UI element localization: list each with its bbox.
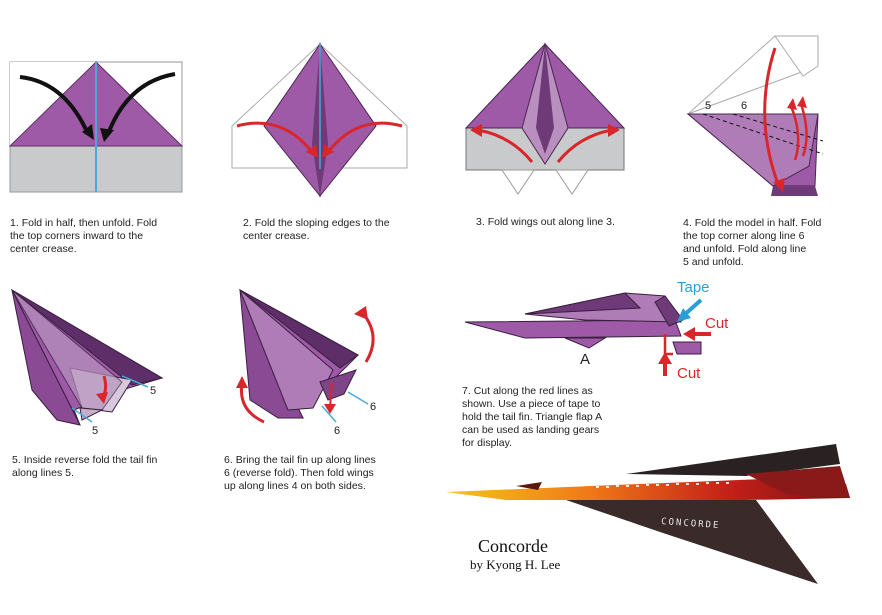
step-5-diagram: 5 5 <box>10 288 164 437</box>
finished-concorde-illustration: CONCORDE <box>446 444 850 584</box>
tail-fin <box>319 369 357 401</box>
step-4-caption: 4. Fold the model in half. Fold the top … <box>683 217 822 268</box>
lower-wing <box>566 500 818 584</box>
step-4-diagram: 5 6 <box>686 35 824 196</box>
step-6-diagram: 6 6 <box>236 288 376 437</box>
step-1-diagram <box>8 60 184 193</box>
flap-a <box>564 337 607 349</box>
step-5-caption: 5. Inside reverse fold the tail fin alon… <box>12 454 158 479</box>
author-byline: by Kyong H. Lee <box>470 557 561 572</box>
line-5-label-upper: 5 <box>150 385 156 397</box>
plane-body <box>464 319 682 339</box>
fold-arrow-right <box>106 72 176 135</box>
step-2-caption: 2. Fold the sloping edges to the center … <box>243 217 390 242</box>
cut-label-upper: Cut <box>705 315 729 332</box>
wing-fold-arrow-left <box>239 383 265 424</box>
fuselage <box>446 478 850 500</box>
fold-arrow-right <box>556 128 613 163</box>
step-3-caption: 3. Fold wings out along line 3. <box>476 216 615 228</box>
step-6-caption: 6. Bring the tail fin up along lines 6 (… <box>224 454 376 492</box>
upper-wing <box>626 444 840 476</box>
tape-label: Tape <box>677 279 710 296</box>
cabin-windows <box>596 482 729 488</box>
right-sloping-flap <box>319 42 377 198</box>
line-5-label: 5 <box>705 100 711 112</box>
fold-arrow-right <box>326 121 403 153</box>
step-2-diagram <box>231 42 408 198</box>
line-6-label-upper: 6 <box>370 401 376 413</box>
line-6-label: 6 <box>741 100 747 112</box>
fold-arrow-curve <box>763 47 780 185</box>
fold-arrow-left <box>236 121 314 153</box>
flap-a-label: A <box>580 351 590 368</box>
fold-arrow-left <box>477 128 534 163</box>
step-3-diagram <box>464 42 626 195</box>
cut-label-lower: Cut <box>677 365 701 382</box>
cut-line <box>663 334 673 356</box>
fold-arrow-left <box>19 75 90 135</box>
plane-lettering: CONCORDE <box>661 517 721 531</box>
step-7-caption: 7. Cut along the red lines as shown. Use… <box>462 385 603 449</box>
step-1-caption: 1. Fold in half, then unfold. Fold the t… <box>10 217 158 255</box>
line-5-label-lower: 5 <box>92 425 98 437</box>
step-7-diagram: Tape Cut Cut A <box>464 279 729 382</box>
model-title: Concorde <box>478 536 548 556</box>
left-sloping-flap <box>263 42 321 198</box>
line-6-label-lower: 6 <box>334 425 340 437</box>
